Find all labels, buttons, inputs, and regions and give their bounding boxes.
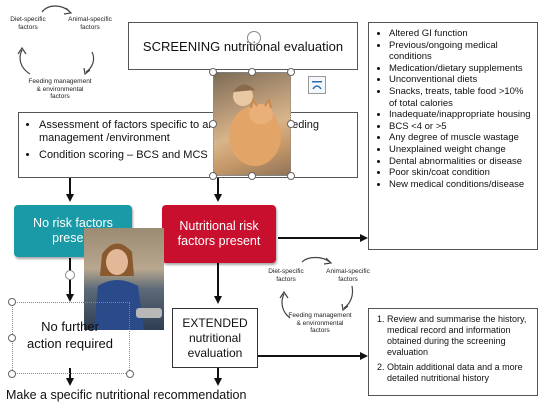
resize-handle[interactable]	[8, 370, 16, 378]
mid-cycle-diet-label: Diet-specific factors	[268, 268, 304, 283]
resize-handle[interactable]	[209, 120, 217, 128]
resize-handle[interactable]	[287, 172, 295, 180]
resize-handle[interactable]	[248, 68, 256, 76]
staff-photo[interactable]	[84, 228, 164, 330]
risk-factor-item: Inadequate/inappropriate housing	[389, 109, 533, 121]
extended-box: EXTENDED nutritional evaluation	[172, 308, 258, 368]
risk-factor-item: BCS <4 or >5	[389, 121, 533, 133]
no-risk-label: No risk factors present	[33, 216, 113, 245]
risk-factor-item: Poor skin/coat condition	[389, 167, 533, 179]
cat-photo[interactable]	[213, 72, 291, 176]
layout-options-icon[interactable]	[308, 76, 326, 94]
top-cycle-arrows	[17, 5, 95, 76]
resize-handle[interactable]	[209, 68, 217, 76]
risk-label: Nutritional risk factors present	[177, 219, 261, 248]
risk-factor-list: Altered GI function Previous/ongoing med…	[375, 28, 533, 190]
mid-cycle-arrows	[279, 256, 354, 319]
risk-factor-item: Any degree of muscle wastage	[389, 132, 533, 144]
review-list: Review and summarise the history, medica…	[373, 314, 533, 384]
screening-title: SCREENING nutritional evaluation	[142, 38, 344, 54]
resize-handle[interactable]	[287, 120, 295, 128]
cat-photo-selection-frame	[213, 72, 291, 176]
risk-factor-item: Unexplained weight change	[389, 144, 533, 156]
assessment-item: Assessment of factors specific to animal…	[39, 119, 351, 145]
mid-cycle-feeding-label: Feeding management & environmental facto…	[288, 312, 352, 334]
review-box: Review and summarise the history, medica…	[368, 308, 538, 396]
layout-options-glyph	[312, 81, 322, 90]
resize-handle[interactable]	[126, 370, 134, 378]
mid-cycle-animal-label: Animal-specific factors	[326, 268, 370, 283]
assessment-item: Condition scoring – BCS and MCS	[39, 149, 351, 162]
recommendation-text: Make a specific nutritional recommendati…	[6, 388, 247, 402]
risk-factor-item: New medical conditions/disease	[389, 179, 533, 191]
resize-handle[interactable]	[248, 172, 256, 180]
screening-box: SCREENING nutritional evaluation	[128, 22, 358, 70]
top-cycle-animal-label: Animal-specific factors	[68, 16, 112, 31]
no-action-text: No further action required	[22, 318, 118, 362]
risk-factor-item: Medication/dietary supplements	[389, 63, 533, 75]
risk-factor-item: Snacks, treats, table food >10% of total…	[389, 86, 533, 109]
assessment-list: Assessment of factors specific to animal…	[25, 119, 351, 162]
rotate-handle-icon[interactable]	[65, 270, 75, 280]
resize-handle[interactable]	[287, 68, 295, 76]
staff-photo-placeholder-icon	[94, 243, 162, 330]
review-item: Obtain additional data and a more detail…	[387, 362, 533, 384]
top-cycle-feeding-label: Feeding management & environmental facto…	[28, 78, 92, 100]
risk-factor-item: Altered GI function	[389, 28, 533, 40]
review-item: Review and summarise the history, medica…	[387, 314, 533, 358]
no-action-label: No further action required	[27, 319, 113, 351]
extended-label: EXTENDED nutritional evaluation	[182, 315, 248, 360]
top-cycle-diet-label: Diet-specific factors	[10, 16, 46, 31]
resize-handle[interactable]	[8, 334, 16, 342]
risk-factor-item: Dental abnormalities or disease	[389, 156, 533, 168]
cat-photo-placeholder-icon	[229, 84, 281, 166]
resize-handle[interactable]	[8, 298, 16, 306]
risk-factor-list-box: Altered GI function Previous/ongoing med…	[368, 22, 538, 250]
rotate-handle-icon[interactable]	[247, 31, 261, 45]
resize-handle[interactable]	[209, 172, 217, 180]
risk-box: Nutritional risk factors present	[162, 205, 276, 263]
risk-factor-item: Previous/ongoing medical conditions	[389, 40, 533, 63]
risk-factor-item: Unconventional diets	[389, 74, 533, 86]
assessment-box: Assessment of factors specific to animal…	[18, 112, 358, 178]
